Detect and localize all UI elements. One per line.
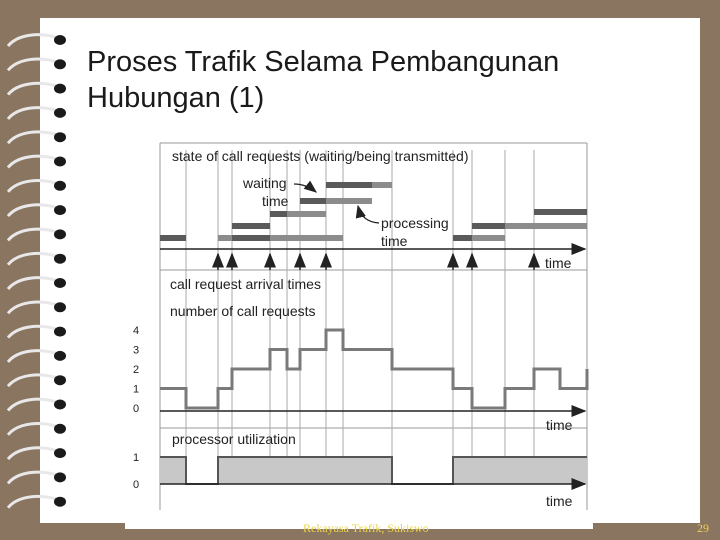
footer-text: Rekayasa Trafik, Sukiswo	[303, 521, 429, 535]
time-axis-2-label: time	[546, 417, 573, 433]
utilization-tick-label: 1	[133, 452, 139, 464]
count-axis-ticks: 0 1 2 3 4	[133, 325, 139, 415]
count-tick-label: 1	[133, 384, 139, 396]
spiral-hole	[54, 350, 66, 361]
spiral-hole	[54, 156, 66, 167]
processing-bar	[232, 235, 287, 241]
busy-interval	[160, 457, 186, 484]
spiral-hole	[54, 399, 66, 410]
arrival-times-label: call request arrival times	[170, 276, 321, 292]
spiral-ring	[6, 446, 59, 461]
spiral-ring	[6, 349, 59, 363]
waiting-bar	[326, 198, 372, 204]
processing-bar	[534, 209, 587, 215]
title-line-1: Proses Trafik Selama Pembangunan	[87, 46, 560, 78]
spiral-hole	[54, 229, 66, 240]
slide-title: Proses Trafik Selama Pembangunan Hubunga…	[87, 44, 647, 116]
busy-interval	[218, 457, 392, 484]
spiral-ring	[6, 179, 59, 193]
spiral-hole	[54, 472, 66, 483]
waiting-time-label-2: time	[262, 193, 289, 209]
waiting-bar	[218, 235, 232, 241]
page-number: 29	[697, 521, 709, 535]
spiral-hole	[54, 180, 66, 191]
spiral-hole	[54, 205, 66, 216]
spiral-hole	[54, 496, 66, 507]
spiral-ring	[6, 373, 59, 388]
waiting-time-label-1: waiting	[242, 175, 287, 191]
waiting-bar	[472, 235, 505, 241]
utilization-step-line	[160, 456, 587, 485]
count-tick-label: 2	[133, 364, 139, 376]
number-of-requests-label: number of call requests	[170, 303, 316, 319]
spiral-binding	[6, 33, 66, 509]
waiting-time-pointer	[293, 180, 318, 193]
spiral-hole	[54, 83, 66, 94]
processing-bar	[160, 235, 186, 241]
event-guide-lines	[185, 150, 535, 480]
spiral-hole	[54, 59, 66, 70]
title-line-2: Hubungan (1)	[87, 82, 265, 114]
utilization-axis-ticks: 01	[133, 452, 139, 491]
processing-time-label-2: time	[381, 233, 408, 249]
spiral-hole	[54, 35, 66, 45]
spiral-ring	[6, 154, 59, 169]
spiral-ring	[6, 300, 59, 315]
spiral-ring	[6, 106, 59, 120]
waiting-bar	[505, 223, 587, 229]
processing-bar	[300, 198, 343, 204]
state-label: state of call requests (waiting/being tr…	[172, 148, 468, 164]
time-axis-3-label: time	[546, 493, 573, 509]
waiting-bar	[287, 211, 326, 217]
spiral-ring	[6, 203, 59, 218]
processing-bar	[270, 211, 300, 217]
processing-time-pointer	[355, 204, 380, 224]
processing-bar	[326, 182, 372, 188]
processing-bar	[472, 223, 534, 229]
count-step-line	[160, 328, 589, 410]
spiral-hole	[54, 253, 66, 264]
utilization-tick-label: 0	[133, 479, 139, 491]
processing-time-label-1: processing	[381, 215, 449, 231]
spiral-hole	[54, 423, 66, 434]
spiral-ring	[6, 494, 59, 509]
spiral-ring	[6, 470, 59, 485]
spiral-ring	[6, 251, 59, 266]
call-request-bars	[160, 182, 587, 241]
spiral-hole	[54, 326, 66, 337]
spiral-ring	[6, 57, 59, 72]
waiting-bar	[270, 235, 300, 241]
spiral-hole	[54, 448, 66, 459]
spiral-hole	[54, 107, 66, 118]
utilization-label: processor utilization	[172, 431, 296, 447]
spiral-hole	[54, 375, 66, 386]
spiral-ring	[6, 81, 59, 96]
spiral-ring	[6, 276, 59, 291]
spiral-hole	[54, 132, 66, 143]
spiral-hole	[54, 302, 66, 313]
busy-interval	[453, 457, 587, 484]
utilization-fill	[160, 457, 587, 484]
arrival-arrows	[212, 252, 540, 270]
processing-bar	[232, 223, 270, 229]
waiting-bar	[300, 235, 343, 241]
count-tick-label: 3	[133, 345, 139, 357]
spiral-ring	[6, 324, 59, 339]
spiral-ring	[6, 130, 59, 145]
time-axis-1-label: time	[545, 255, 572, 271]
count-tick-label: 0	[133, 403, 139, 415]
spiral-ring	[6, 422, 59, 436]
spiral-ring	[6, 397, 59, 412]
spiral-ring	[6, 33, 59, 48]
spiral-ring	[6, 227, 59, 242]
count-tick-label: 4	[133, 325, 139, 337]
spiral-hole	[54, 278, 66, 288]
